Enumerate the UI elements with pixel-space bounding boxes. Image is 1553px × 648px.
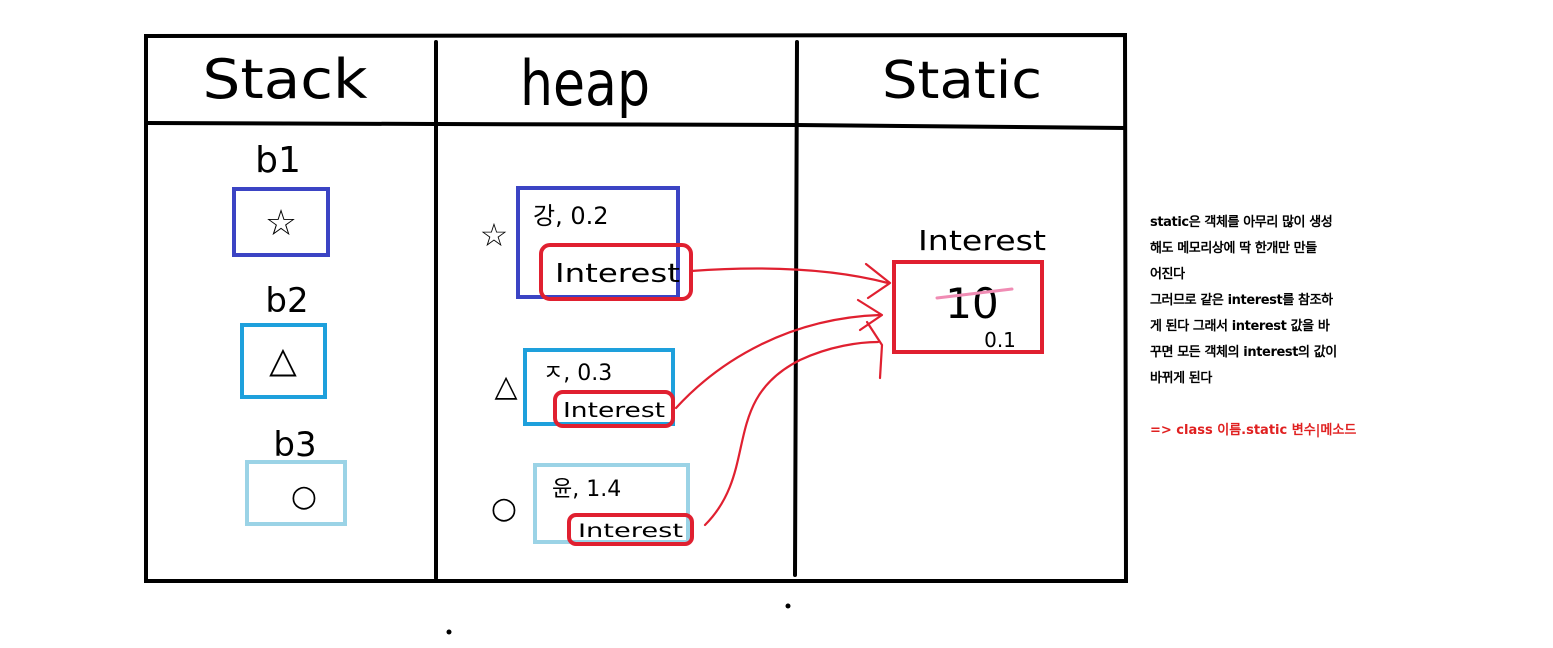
heap-object-marker: ☆ — [480, 216, 509, 254]
static-var: Interest 10 0.1 — [892, 224, 1046, 354]
heap-field-label: Interest — [578, 520, 683, 542]
stack-var-b1: b1 ☆ — [232, 140, 330, 257]
note-line: 게 된다 그래서 interest 값을 바 — [1150, 319, 1330, 334]
frame-border — [144, 32, 1129, 583]
stack-var-label: b1 — [255, 140, 301, 181]
note-line: static은 객체를 아무리 많이 생성 — [1150, 215, 1333, 230]
header-divider — [145, 121, 1127, 130]
heap-object-marker: ○ — [491, 491, 517, 526]
explanation-note: static은 객체를 아무리 많이 생성 해도 메모리상에 딱 한개만 만들 … — [1150, 210, 1385, 444]
column-header-static: Static — [882, 51, 1042, 111]
arrow-head-1 — [864, 262, 892, 300]
arrow-ref-3 — [703, 340, 880, 527]
stack-var-box — [232, 187, 330, 257]
stack-var-box — [245, 460, 347, 526]
arrow-head-3 — [865, 320, 884, 380]
stack-var-b3: b3 ○ — [245, 425, 347, 526]
note-line: 어진다 — [1150, 267, 1185, 282]
table-frame — [144, 32, 1129, 583]
heap-object-1: ☆ 강, 0.2 Interest — [480, 186, 693, 301]
arrow-ref-1 — [689, 267, 890, 285]
heap-field-box — [553, 390, 675, 428]
arrow-head-2 — [856, 298, 884, 332]
triangle-icon: △ — [269, 340, 297, 381]
heap-field-label: Interest — [563, 398, 665, 422]
circle-icon: ○ — [291, 479, 317, 514]
stack-var-b2: b2 △ — [240, 281, 327, 399]
column-header-heap: heap — [520, 47, 650, 120]
heap-object-3: ○ 윤, 1.4 Interest — [491, 463, 694, 546]
stack-var-box — [240, 323, 327, 399]
static-var-new-value: 0.1 — [984, 328, 1016, 352]
stack-var-label: b2 — [265, 281, 308, 321]
column-header-stack: Stack — [203, 48, 369, 111]
stack-var-label: b3 — [273, 425, 316, 465]
static-value-strikethrough — [935, 287, 1014, 300]
static-var-box — [892, 260, 1044, 354]
heap-object-2: △ ㅈ, 0.3 Interest — [494, 348, 675, 428]
heap-object-value: 강, 0.2 — [533, 202, 609, 230]
note-line: 그러므로 같은 interest를 참조하 — [1150, 293, 1333, 308]
note-formula: => class 이름.static 변수|메소드 — [1150, 423, 1357, 438]
arrow-ref-2 — [674, 313, 882, 410]
note-line: 바뀌게 된다 — [1150, 371, 1212, 386]
heap-object-value: 윤, 1.4 — [552, 477, 621, 502]
heap-object-value: ㅈ, 0.3 — [543, 361, 612, 386]
stray-dot — [785, 603, 791, 609]
static-var-value: 10 — [945, 279, 998, 328]
star-icon: ☆ — [265, 203, 297, 244]
heap-field-label: Interest — [555, 259, 680, 289]
reference-arrows — [674, 262, 892, 527]
stray-dot — [446, 629, 452, 635]
heap-object-marker: △ — [494, 369, 517, 404]
heap-field-box — [567, 513, 694, 546]
column-divider-2 — [793, 40, 799, 577]
static-var-name: Interest — [918, 224, 1046, 257]
note-line: 꾸면 모든 객체의 interest의 값이 — [1150, 345, 1337, 360]
note-line: 해도 메모리상에 딱 한개만 만들 — [1150, 241, 1317, 256]
